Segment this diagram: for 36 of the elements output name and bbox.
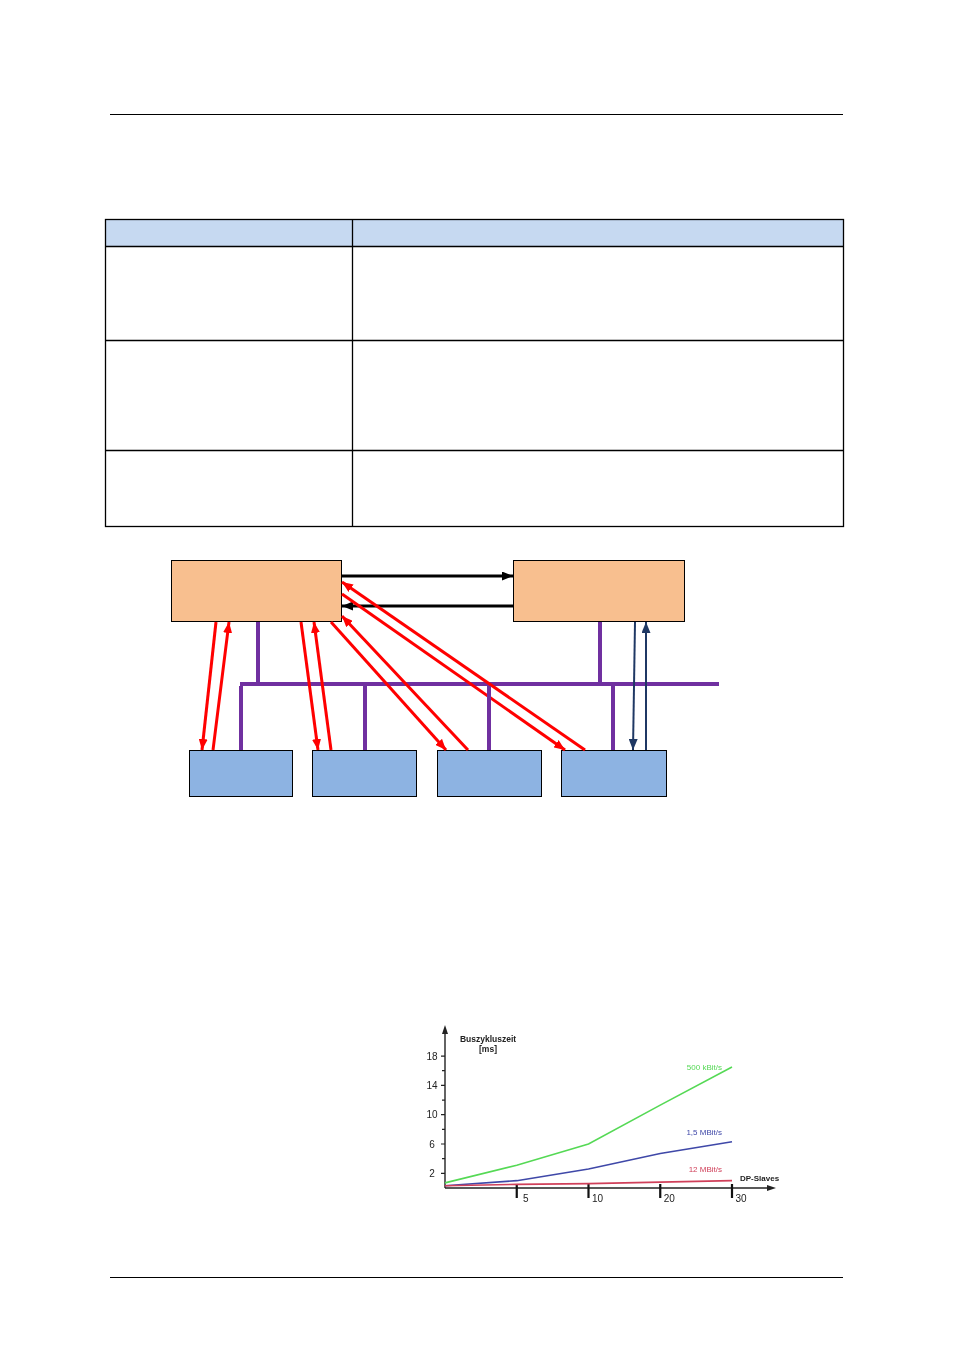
series-label: 1,5 MBit/s	[686, 1128, 722, 1137]
tick-label: 30	[735, 1193, 747, 1204]
rectangle	[171, 560, 342, 622]
rectangle	[312, 750, 417, 797]
rectangle	[189, 750, 293, 797]
arrow	[211, 621, 233, 751]
axis-title: DP-Slaves	[740, 1174, 780, 1183]
tick-label: 6	[429, 1138, 435, 1150]
tick-label: 20	[663, 1193, 675, 1204]
arrow	[641, 621, 651, 751]
connector-line	[239, 686, 243, 750]
arrow	[342, 601, 513, 611]
connector-line	[363, 686, 367, 750]
tick-label: 5	[522, 1193, 529, 1204]
arrow	[342, 571, 513, 581]
arrow	[628, 621, 638, 751]
arrow	[299, 621, 321, 751]
arrow	[340, 614, 470, 752]
rectangle	[561, 750, 667, 797]
series-label: 500 kBit/s	[686, 1063, 722, 1072]
axis-title: Buszykluszeit [ms]	[458, 1034, 518, 1054]
rectangle	[513, 560, 685, 622]
rectangle	[437, 750, 542, 797]
tick-label: 18	[426, 1050, 438, 1062]
arrow	[311, 621, 333, 751]
tick-label: 14	[426, 1079, 438, 1091]
arrow	[329, 621, 448, 751]
tick-label: 10	[591, 1193, 604, 1204]
connector-line	[487, 686, 491, 750]
connector-line	[611, 686, 615, 750]
tick-label: 2	[429, 1167, 435, 1179]
tick-label: 10	[426, 1109, 438, 1121]
arrow	[198, 621, 218, 751]
series-label: 12 MBit/s	[688, 1165, 722, 1174]
connector-line	[598, 622, 602, 682]
connector-line	[256, 622, 260, 682]
